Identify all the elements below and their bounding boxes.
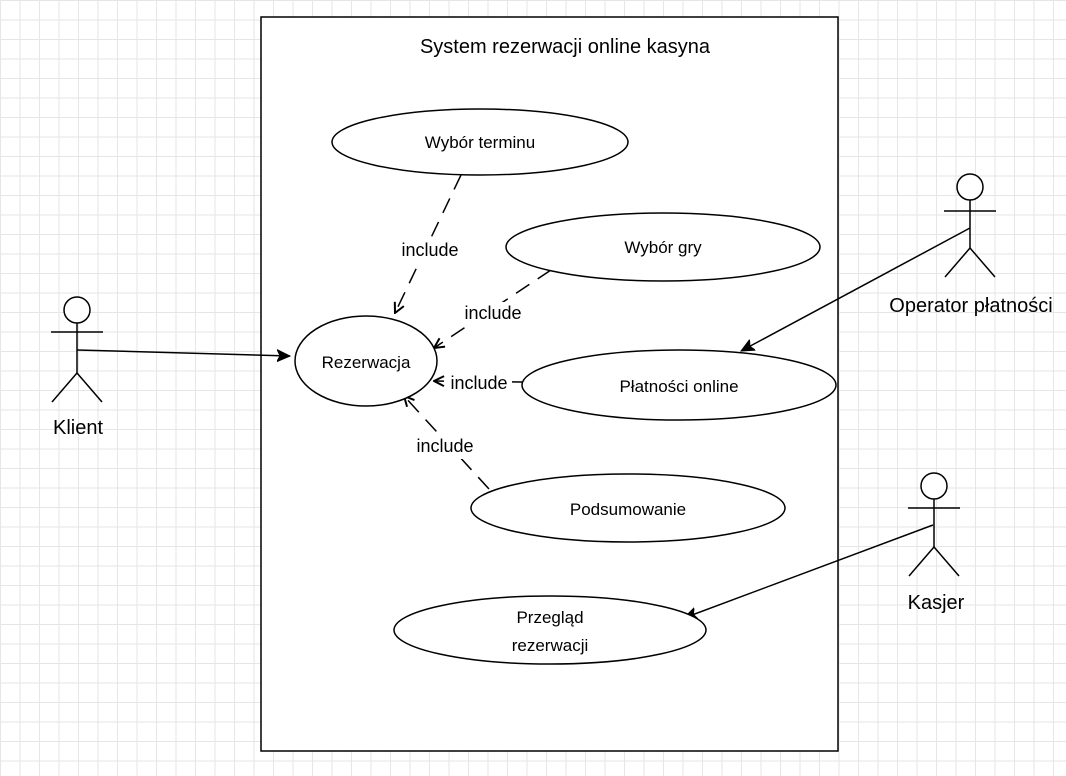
- include-label: include: [464, 303, 521, 323]
- use-case-rezerwacja[interactable]: Rezerwacja: [294, 315, 438, 407]
- use-case-wybor-gry[interactable]: Wybór gry: [505, 212, 821, 282]
- actor-label-klient: Klient: [53, 417, 103, 439]
- use-case-label: Płatności online: [619, 377, 738, 396]
- use-case-label: Wybór gry: [624, 238, 702, 257]
- actor-kasjer[interactable]: [908, 472, 960, 577]
- use-case-label-line2: rezerwacji: [512, 636, 589, 655]
- actor-head: [956, 173, 984, 201]
- use-case-label-line1: Przegląd: [516, 608, 583, 627]
- include-label: include: [416, 436, 473, 456]
- use-case-label: Podsumowanie: [570, 500, 686, 519]
- system-title: System rezerwacji online kasyna: [420, 36, 711, 58]
- actor-head: [920, 472, 948, 500]
- use-case-podsumowanie[interactable]: Podsumowanie: [470, 473, 786, 543]
- use-case-label: Wybór terminu: [425, 133, 535, 152]
- association-kasjer-przeglad[interactable]: [684, 524, 934, 618]
- include-relation-wybor-terminu[interactable]: include: [395, 174, 464, 313]
- use-case-platnosci-online[interactable]: Płatności online: [521, 349, 837, 421]
- use-case-label: Rezerwacja: [322, 353, 411, 372]
- actor-operator-platnosci[interactable]: [944, 173, 996, 278]
- use-case-przeglad-rezerwacji[interactable]: Przegląd rezerwacji: [393, 595, 707, 665]
- include-relation-podsumowanie[interactable]: include: [404, 396, 490, 490]
- include-relation-platnosci[interactable]: include: [434, 371, 523, 395]
- include-relation-wybor-gry[interactable]: include: [434, 269, 552, 348]
- actor-klient[interactable]: [51, 296, 103, 403]
- use-case-wybor-terminu[interactable]: Wybór terminu: [331, 108, 629, 176]
- association-operator-platnosci[interactable]: [741, 227, 971, 352]
- actor-head: [63, 296, 91, 324]
- actor-label-operator: Operator płatności: [889, 295, 1052, 317]
- actor-label-kasjer: Kasjer: [908, 592, 965, 614]
- include-label: include: [450, 373, 507, 393]
- include-label: include: [401, 240, 458, 260]
- association-klient-rezerwacja[interactable]: [76, 350, 290, 356]
